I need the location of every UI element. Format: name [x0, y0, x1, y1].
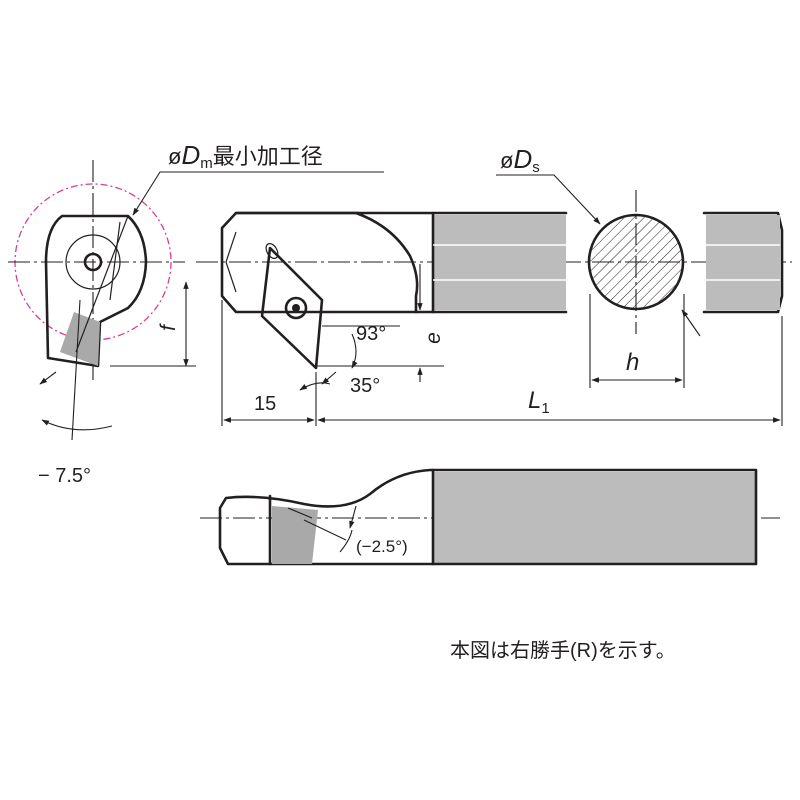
shank-bore-outline: [65, 234, 121, 290]
head-chamfer-line: [225, 231, 237, 293]
ds-leader: [496, 174, 601, 225]
note-text: 本図は右勝手(R)を示す。: [450, 639, 676, 662]
insert-screw-icon: [284, 296, 308, 320]
dm-label: øDm最小加工径: [168, 140, 323, 172]
dm-leader: [132, 171, 384, 216]
l1-sub: 1: [541, 400, 549, 417]
ds-leader-out: [681, 309, 701, 337]
angle-35-arc: [299, 382, 331, 391]
end-view: f − 7.5°: [8, 160, 196, 487]
shank-end-profile: [44, 214, 148, 368]
dm-text: 最小加工径: [213, 144, 323, 169]
dm-symbol: D: [181, 140, 200, 170]
insert-edge-line: [109, 221, 121, 301]
ds-prefix: ø: [500, 148, 513, 173]
shank-end-shade: [706, 215, 780, 310]
dim-15-label: 15: [254, 393, 276, 415]
dm-prefix: ø: [168, 144, 181, 169]
h-label: h: [626, 349, 639, 376]
neg-2-5-arrow-upper: [349, 505, 357, 529]
neg-7-5-pointer: [39, 371, 57, 385]
insert-top: [260, 246, 324, 370]
angle-neg25-label: (−2.5°): [356, 537, 408, 556]
l1-symbol: L: [528, 387, 541, 414]
clamp-screw-icon: [83, 252, 103, 272]
clamp-pin-icon: [265, 243, 279, 259]
insert-screw-center: [292, 304, 300, 312]
dm-callout: øDm最小加工径: [132, 140, 384, 216]
insert-side-shade: [272, 506, 318, 564]
insert-side-edge: [287, 507, 313, 519]
e-label: e: [422, 332, 445, 344]
insert-end-shade: [60, 312, 100, 366]
ds-sub: s: [532, 159, 540, 176]
angle-35-pointer: [321, 371, 337, 385]
angle-neg75-label: − 7.5°: [38, 465, 91, 487]
angle-35-label: 35°: [350, 375, 380, 397]
shank-shade-top: [433, 215, 566, 310]
f-label: f: [157, 323, 180, 331]
neg-7-5-angle-arc: [41, 419, 113, 431]
ds-label: øDs: [500, 144, 540, 176]
side-shank-shade: [433, 472, 756, 564]
dm-sub: m: [200, 155, 213, 172]
side-view: (−2.5°): [200, 468, 780, 566]
neg-2-5-arc: [339, 529, 353, 553]
top-view: h øDs e 93° 35° 15 L1: [196, 144, 792, 426]
l1-label: L1: [528, 387, 550, 417]
rake-angle-ref-line: [71, 299, 81, 441]
neg-2-5-ref-line: [303, 519, 347, 541]
angle-93-arc: [351, 333, 358, 369]
shank-end-piece: [702, 211, 784, 314]
shank-top-profile: [220, 211, 568, 314]
angle-93-label: 93°: [356, 323, 386, 345]
side-profile: [218, 468, 758, 566]
rake-line: [75, 215, 129, 353]
ds-symbol: D: [513, 144, 532, 174]
